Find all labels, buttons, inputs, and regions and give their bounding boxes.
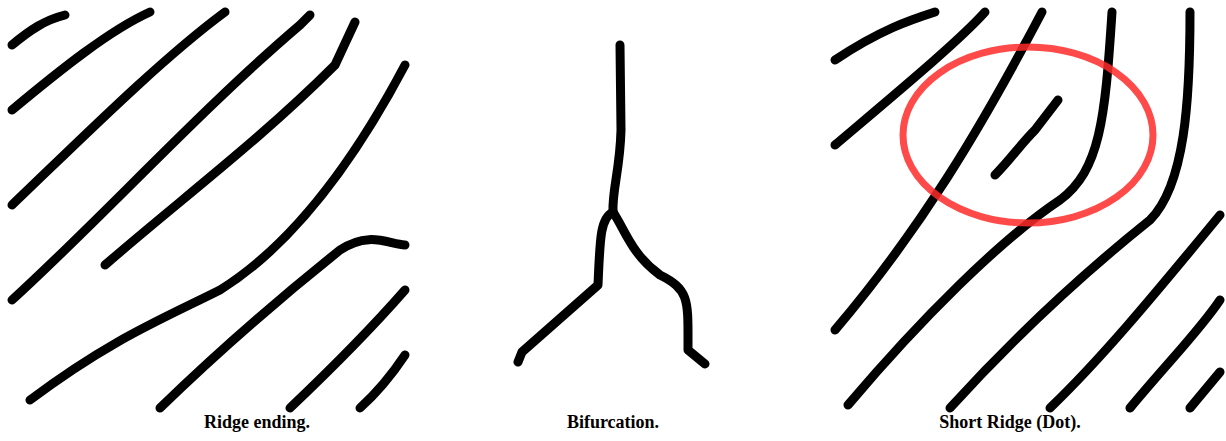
ridge-branch — [518, 212, 613, 362]
ridge-line — [848, 12, 1112, 405]
bifurcation-figure — [518, 45, 705, 364]
highlight-circle — [903, 47, 1153, 223]
ridge-line — [835, 12, 985, 145]
ridge-branch — [613, 212, 705, 364]
ridge-line — [1050, 215, 1220, 408]
ridge-line — [290, 290, 405, 408]
ridge-line — [12, 12, 225, 205]
ridge-line — [12, 15, 65, 45]
ridge-stem — [613, 45, 621, 212]
ridge-line — [835, 12, 935, 60]
ridge-line — [1190, 372, 1220, 408]
figure-caption: Short Ridge (Dot). — [939, 413, 1081, 433]
ridge-line — [835, 12, 1042, 330]
ridge-ending — [105, 22, 355, 265]
figure-caption: Ridge ending. — [204, 413, 310, 433]
ridge-line — [1130, 300, 1220, 408]
ridge-line — [360, 355, 405, 408]
ridge-line — [950, 12, 1190, 408]
figure-caption: Bifurcation. — [567, 413, 659, 433]
short-ridge — [995, 100, 1058, 175]
short-ridge-figure — [835, 12, 1220, 408]
ridge-line — [160, 240, 405, 408]
ridge-ending-figure — [12, 12, 405, 408]
